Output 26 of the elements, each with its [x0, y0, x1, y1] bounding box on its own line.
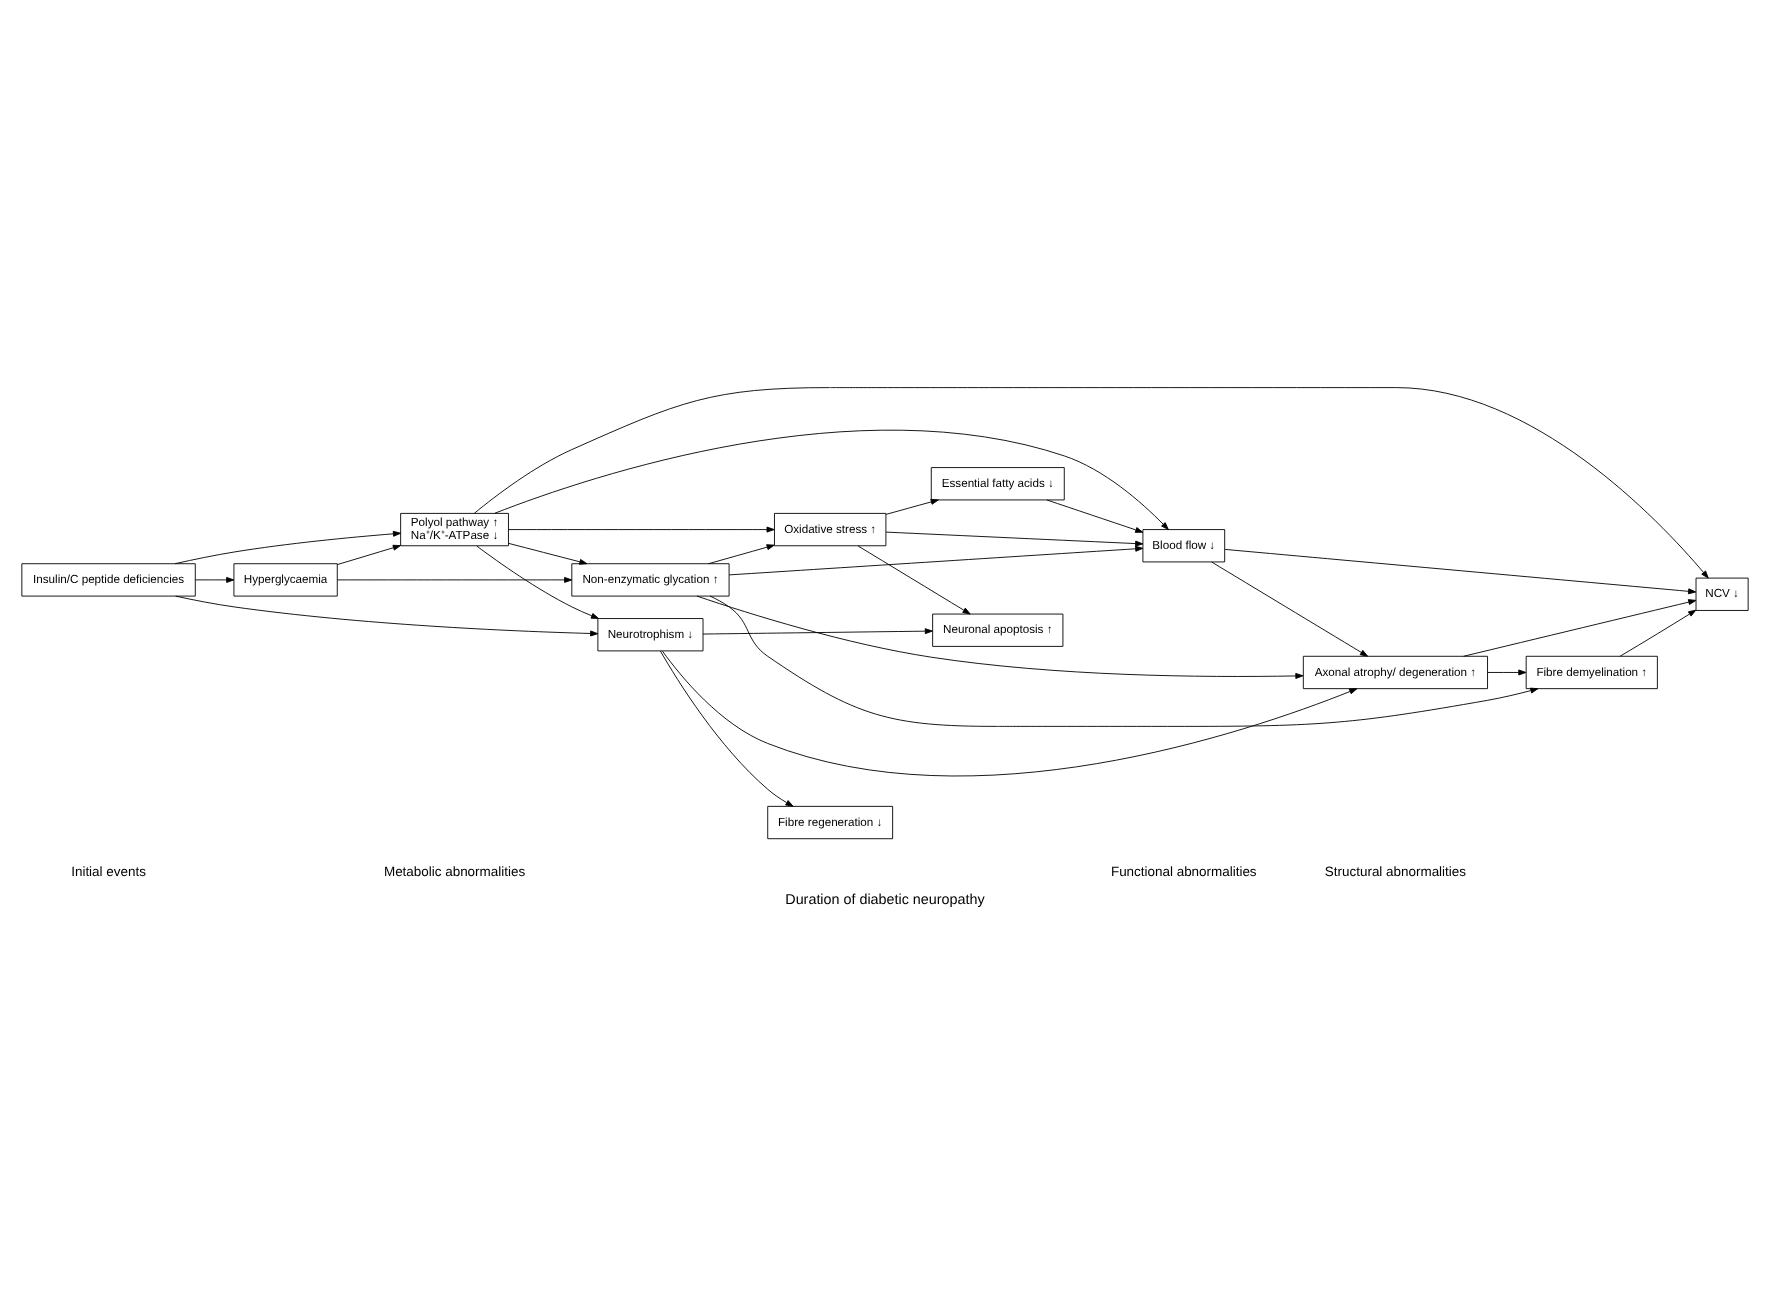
arrow — [662, 650, 1358, 776]
arrow — [1619, 609, 1697, 657]
arrow — [336, 576, 573, 583]
arrow — [857, 545, 971, 615]
arrow — [1046, 499, 1144, 533]
arrow — [473, 387, 1709, 579]
arrow — [1487, 669, 1527, 676]
arrow — [476, 545, 600, 619]
arrow — [508, 542, 588, 565]
arrow — [885, 498, 939, 515]
arrow — [174, 530, 402, 565]
arrow — [885, 531, 1144, 547]
arrow — [728, 545, 1144, 576]
arrow — [1463, 599, 1697, 657]
arrow — [336, 544, 401, 566]
arrow — [508, 526, 775, 533]
arrow — [194, 576, 235, 583]
arrow — [659, 650, 794, 807]
arrow — [702, 628, 933, 635]
arrow — [1211, 561, 1369, 657]
arrow — [709, 595, 1539, 727]
arrow — [696, 595, 1304, 679]
arrow — [494, 429, 1169, 530]
arrow — [708, 544, 775, 565]
arrow — [175, 595, 599, 637]
arrow — [1224, 548, 1697, 595]
